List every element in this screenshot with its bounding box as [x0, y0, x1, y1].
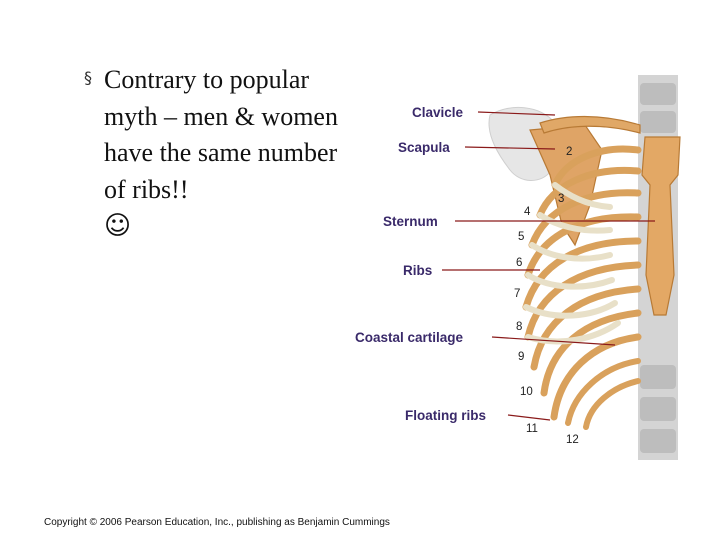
- rib-number: 3: [558, 193, 564, 205]
- bullet-text-block: Contrary to popular myth – men & women h…: [104, 62, 354, 244]
- bullet-text: Contrary to popular myth – men & women h…: [104, 65, 338, 204]
- label-ribs: Ribs: [403, 263, 432, 278]
- rib-number: 7: [514, 288, 520, 300]
- label-floating-ribs: Floating ribs: [405, 408, 486, 423]
- clavicle-bone: [540, 117, 640, 134]
- rib-number: 12: [566, 434, 579, 446]
- rib-number: 2: [566, 146, 572, 158]
- label-scapula: Scapula: [398, 140, 450, 155]
- rib-number: 4: [524, 206, 531, 218]
- copyright-text: Copyright © 2006 Pearson Education, Inc.…: [44, 517, 390, 528]
- label-costal-cartilage: Coastal cartilage: [355, 330, 464, 345]
- label-clavicle: Clavicle: [412, 105, 464, 120]
- rib-number: 8: [516, 321, 522, 333]
- rib-number: 6: [516, 257, 522, 269]
- rib-number: 10: [520, 386, 533, 398]
- rib-number: 5: [518, 231, 524, 243]
- smiley-icon: ☺: [104, 208, 354, 244]
- label-sternum: Sternum: [383, 214, 438, 229]
- bullet-marker: §: [84, 68, 92, 87]
- rib-number: 11: [526, 423, 538, 435]
- rib-number: 9: [518, 351, 524, 363]
- rib-cage-figure: Clavicle Scapula Sternum Ribs Coastal ca…: [340, 75, 695, 460]
